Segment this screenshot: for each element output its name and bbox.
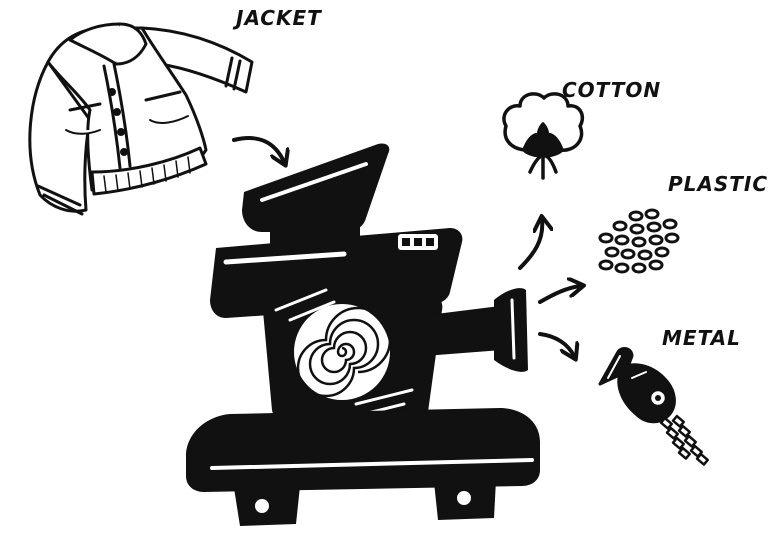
cotton-icon <box>504 94 582 178</box>
label-metal: METAL <box>662 326 741 350</box>
label-jacket: JACKET <box>236 6 322 30</box>
jacket-icon <box>30 24 252 214</box>
label-plastic: PLASTIC <box>668 172 768 196</box>
meat-grinder-icon <box>186 143 540 526</box>
zipper-metal-icon <box>600 349 708 465</box>
arrow-to-cotton <box>520 220 542 268</box>
label-cotton: COTTON <box>562 78 661 102</box>
arrow-to-metal <box>540 334 574 356</box>
arrow-jacket-to-grinder <box>234 138 284 162</box>
arrow-to-plastic <box>540 286 580 302</box>
plastic-pellets-icon <box>600 210 678 272</box>
